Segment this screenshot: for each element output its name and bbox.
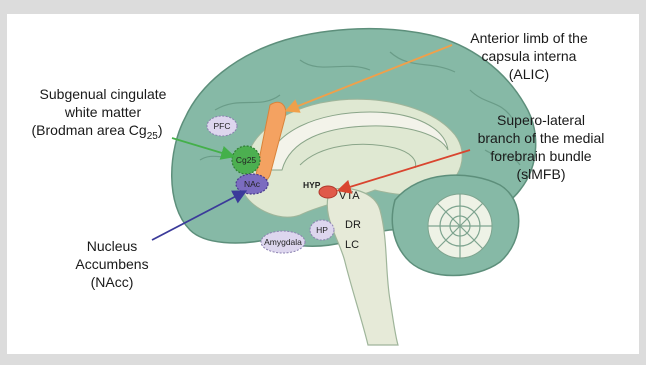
cg25-callout-line1: Subgenual cingulate	[40, 86, 167, 102]
alic-callout-line2: capsula interna	[482, 48, 577, 64]
slmfb-callout-line2: branch of the medial	[478, 130, 605, 146]
nacc-callout-line1: Nucleus	[87, 238, 138, 254]
pfc-region-label: PFC	[214, 121, 231, 131]
alic-callout-line1: Anterior limb of the	[470, 30, 588, 46]
cg25-callout-line2: white matter	[64, 104, 142, 120]
lc-region-label: LC	[345, 239, 359, 251]
cg25-region-label: Cg25	[236, 155, 257, 165]
cg25-callout-line3: (Brodman area Cg25)	[32, 122, 163, 142]
cg25-callout: Subgenual cingulate white matter (Brodma…	[32, 86, 167, 142]
nac-region-label: NAc	[244, 179, 261, 189]
amygdala-region-label: Amygdala	[264, 237, 302, 247]
hyp-region-label: HYP	[303, 180, 321, 190]
dr-region-label: DR	[345, 219, 361, 231]
vta-region-label: VTA	[339, 190, 360, 202]
slmfb-callout-line3: forebrain bundle	[490, 148, 591, 164]
cerebellum	[392, 175, 518, 275]
nacc-callout-line2: Accumbens	[75, 256, 148, 272]
slmfb-callout-line4: (slMFB)	[517, 166, 566, 182]
vta-region	[319, 186, 337, 198]
nacc-callout-line3: (NAcc)	[91, 274, 134, 290]
hp-region-label: HP	[316, 225, 328, 235]
alic-callout-line3: (ALIC)	[509, 66, 549, 82]
slmfb-callout-line1: Supero-lateral	[497, 112, 585, 128]
nacc-callout: Nucleus Accumbens (NAcc)	[75, 238, 148, 290]
